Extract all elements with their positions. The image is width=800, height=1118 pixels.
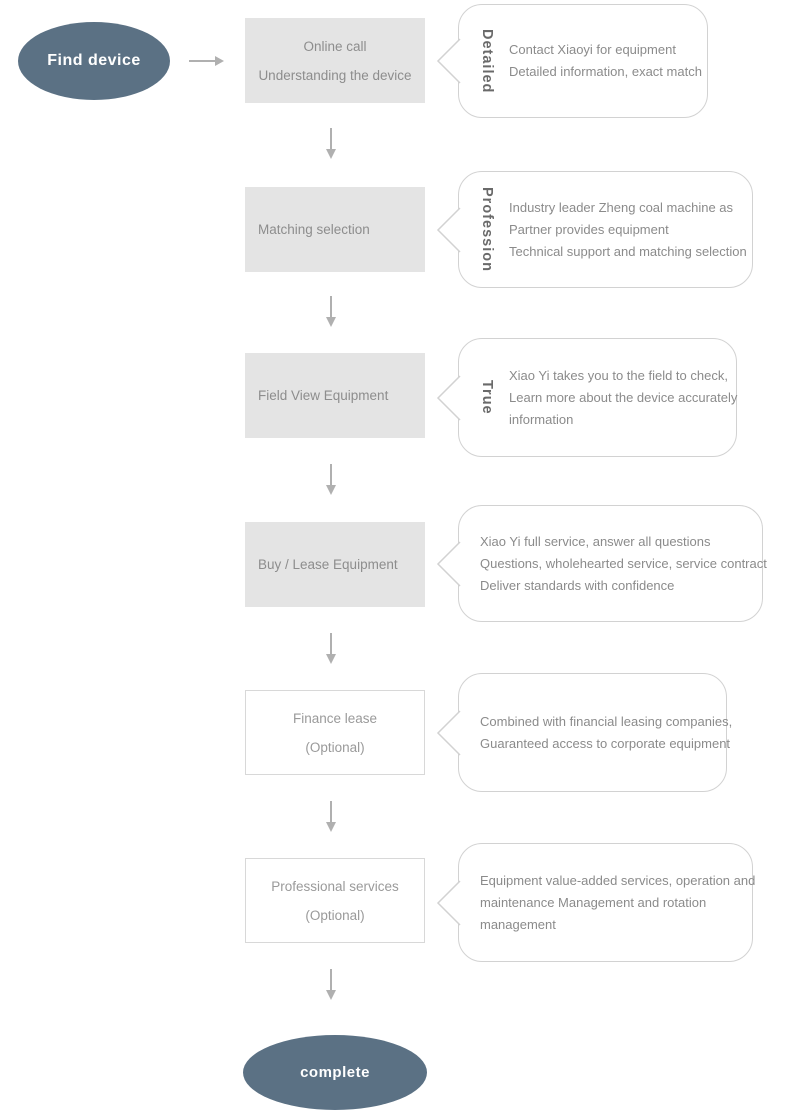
- bubble-text-line: Technical support and matching selection: [509, 243, 747, 259]
- flow-box-finance-lease: Finance lease (Optional): [245, 690, 425, 775]
- speech-bubble-profession: Profession Industry leader Zheng coal ma…: [436, 171, 753, 288]
- bubble-tail-icon: [436, 709, 461, 756]
- down-arrow-icon: [323, 633, 339, 670]
- flow-box-field-view: Field View Equipment: [245, 353, 425, 438]
- box-label-line: Professional services: [271, 878, 399, 894]
- flow-box-matching-selection: Matching selection: [245, 187, 425, 272]
- bubble-text-line: Equipment value-added services, operatio…: [480, 872, 756, 888]
- speech-bubble-true: True Xiao Yi takes you to the field to c…: [436, 338, 737, 457]
- down-arrow-icon: [323, 464, 339, 501]
- box-label-line: Finance lease: [292, 710, 378, 726]
- bubble-text: Contact Xiaoyi for equipment Detailed in…: [509, 39, 702, 83]
- flow-box-buy-lease: Buy / Lease Equipment: [245, 522, 425, 607]
- bubble-tail-icon: [436, 38, 461, 84]
- box-label-line: Understanding the device: [258, 67, 412, 83]
- bubble-text: Industry leader Zheng coal machine as Pa…: [509, 197, 747, 263]
- bubble-label: Profession: [479, 187, 495, 272]
- flow-box-professional-services: Professional services (Optional): [245, 858, 425, 943]
- bubble-tail-icon: [436, 206, 461, 253]
- bubble-text-line: Detailed information, exact match: [509, 64, 702, 79]
- bubble-text-line: Contact Xiaoyi for equipment: [509, 42, 676, 57]
- bubble-text: Xiao Yi takes you to the field to check,…: [509, 365, 737, 431]
- right-arrow-icon: [188, 52, 226, 75]
- bubble-text-line: Xiao Yi takes you to the field to check,: [509, 367, 728, 383]
- bubble-label: Detailed: [479, 28, 495, 94]
- bubble-text: Xiao Yi full service, answer all questio…: [480, 531, 767, 597]
- bubble-text: Combined with financial leasing companie…: [480, 711, 732, 755]
- box-label-line: Online call: [303, 38, 367, 54]
- down-arrow-icon: [323, 296, 339, 333]
- flow-box-online-call: Online call Understanding the device: [245, 18, 425, 103]
- bubble-text-line: Questions, wholehearted service, service…: [480, 555, 767, 571]
- down-arrow-icon: [323, 128, 339, 165]
- bubble-text-line: Learn more about the device accurately: [509, 389, 738, 405]
- bubble-text-line: Xiao Yi full service, answer all questio…: [480, 533, 711, 549]
- bubble-text-line: Deliver standards with confidence: [480, 577, 675, 593]
- down-arrow-icon: [323, 801, 339, 838]
- bubble-tail-icon: [436, 540, 461, 587]
- bubble-text-line: maintenance Management and rotation: [480, 894, 707, 910]
- box-label-line: Matching selection: [258, 222, 370, 237]
- box-label-line: (Optional): [305, 907, 365, 923]
- box-label-line: (Optional): [305, 739, 365, 755]
- speech-bubble-full-service: Xiao Yi full service, answer all questio…: [436, 505, 767, 622]
- end-node-label: complete: [300, 1064, 370, 1081]
- bubble-tail-icon: [436, 374, 461, 421]
- bubble-label: True: [479, 380, 495, 415]
- bubble-text-line: Industry leader Zheng coal machine as: [509, 199, 734, 215]
- box-label-line: Buy / Lease Equipment: [258, 557, 398, 572]
- bubble-text-line: Partner provides equipment: [509, 221, 669, 237]
- box-label-line: Field View Equipment: [258, 388, 389, 403]
- bubble-text-line: Combined with financial leasing companie…: [480, 713, 733, 729]
- speech-bubble-value-added: Equipment value-added services, operatio…: [436, 843, 755, 962]
- bubble-text-line: management: [480, 916, 556, 932]
- start-node-label: Find device: [47, 52, 141, 69]
- speech-bubble-finance: Combined with financial leasing companie…: [436, 673, 732, 792]
- down-arrow-icon: [323, 969, 339, 1006]
- speech-bubble-detailed: Detailed Contact Xiaoyi for equipment De…: [436, 4, 708, 118]
- start-node: Find device: [18, 22, 170, 100]
- bubble-text-line: information: [509, 411, 574, 427]
- end-node: complete: [243, 1035, 427, 1110]
- bubble-text: Equipment value-added services, operatio…: [480, 870, 755, 936]
- bubble-tail-icon: [436, 879, 461, 926]
- bubble-text-line: Guaranteed access to corporate equipment: [480, 735, 731, 751]
